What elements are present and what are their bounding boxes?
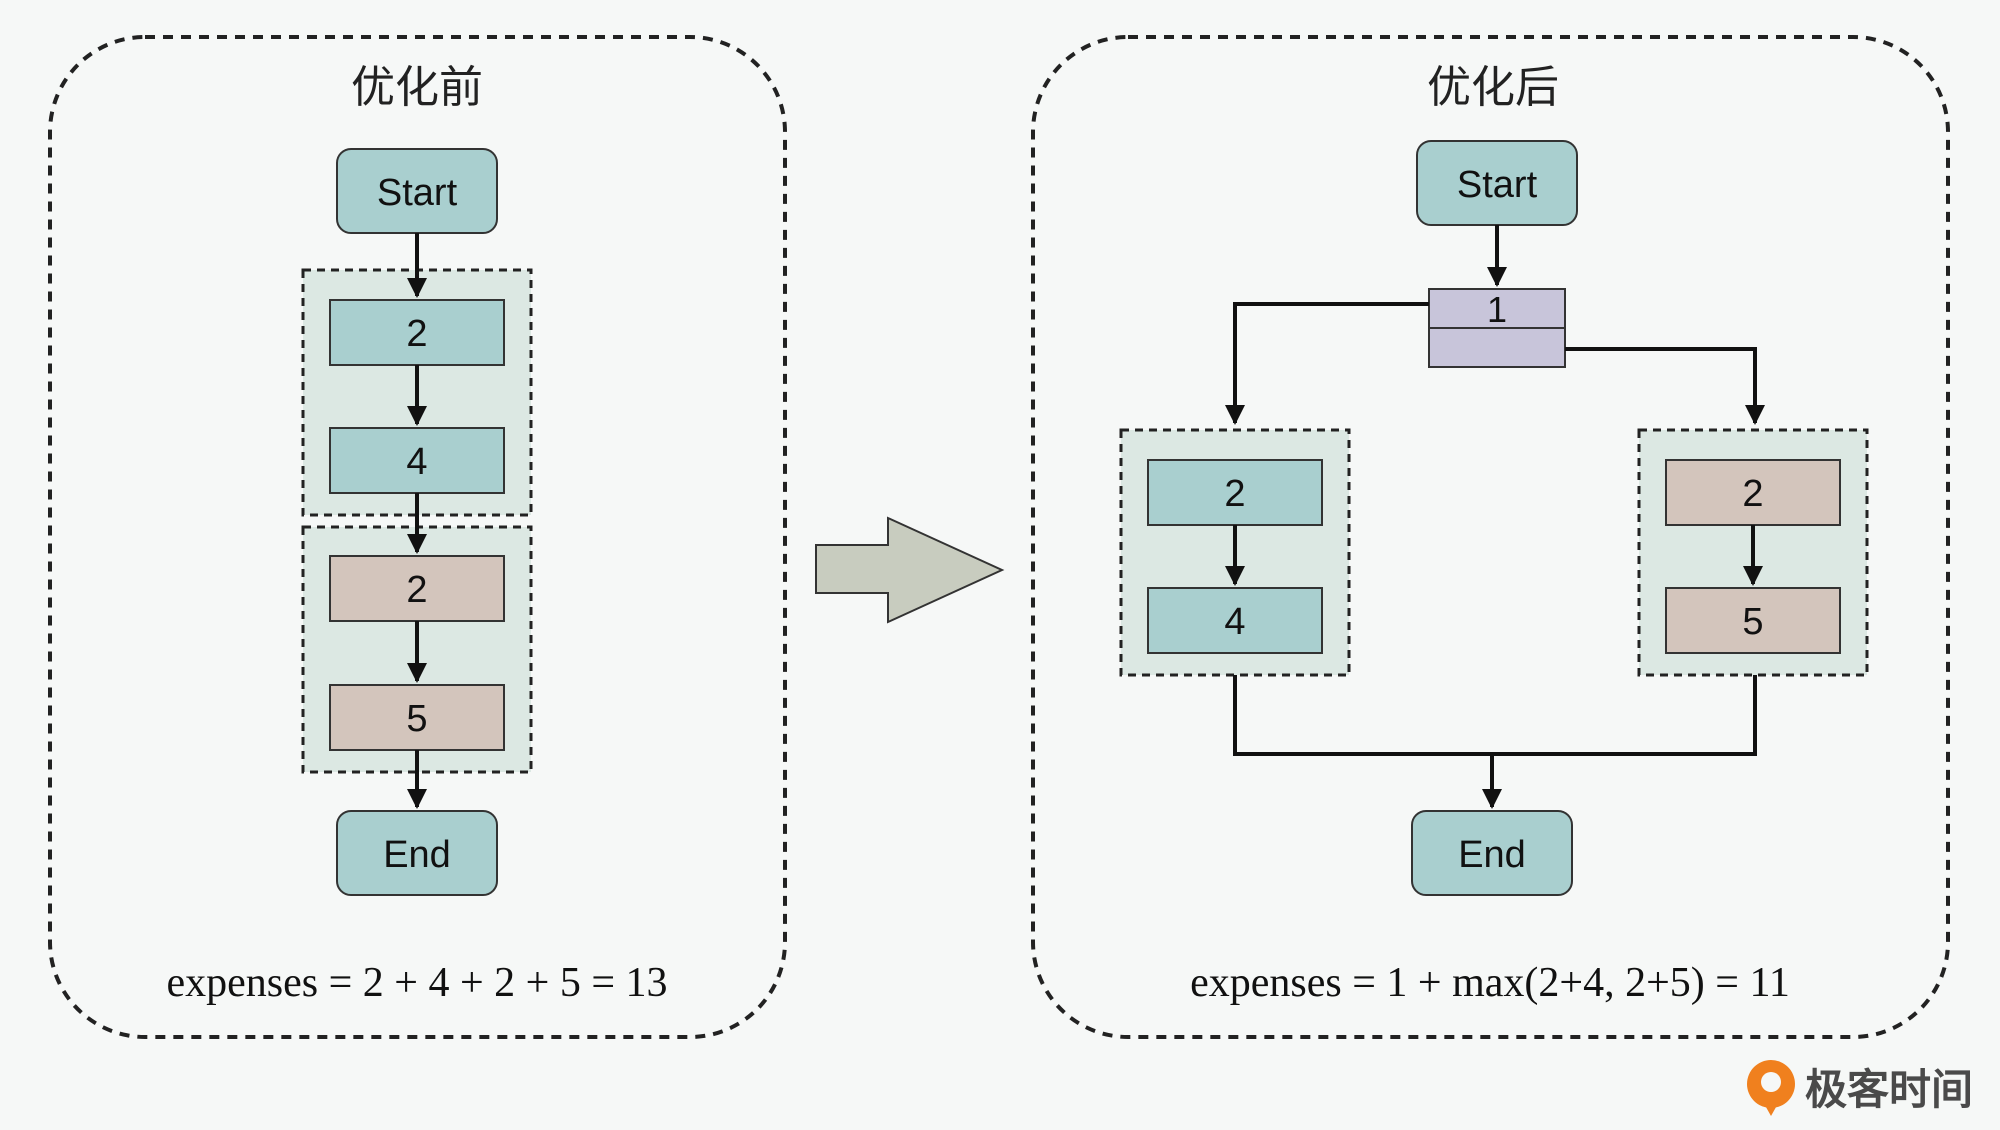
after-start-node: Start [1416, 140, 1578, 226]
before-node-2: 4 [329, 427, 505, 494]
svg-text:End: End [383, 834, 451, 876]
after-title: 优化后 [1427, 63, 1559, 112]
before-node-1: 2 [329, 299, 505, 366]
after-connectors [1225, 225, 1765, 809]
svg-text:Start: Start [377, 172, 458, 214]
before-node-3: 2 [329, 555, 505, 622]
brand-logo: 极客时间 [1747, 1060, 1973, 1116]
after-formula: expenses = 1 + max(2+4, 2+5) = 11 [1190, 960, 1790, 1006]
before-title: 优化前 [351, 63, 483, 112]
after-left-node-2: 4 [1147, 587, 1323, 654]
svg-text:2: 2 [1224, 473, 1245, 515]
after-panel: 优化后 Start 1 2 4 2 5 En [1031, 35, 1950, 1039]
svg-text:End: End [1458, 834, 1526, 876]
after-end-node: End [1411, 810, 1573, 896]
after-right-node-1: 2 [1665, 459, 1841, 526]
svg-text:4: 4 [406, 441, 427, 483]
before-end-node: End [336, 810, 498, 896]
svg-text:2: 2 [1742, 473, 1763, 515]
brand-logo-icon [1747, 1060, 1795, 1116]
before-node-4: 5 [329, 684, 505, 751]
svg-text:4: 4 [1224, 601, 1245, 643]
after-right-node-2: 5 [1665, 587, 1841, 654]
svg-text:5: 5 [1742, 601, 1763, 643]
before-panel: 优化前 Start 2 4 2 5 End [48, 35, 787, 1039]
before-start-node: Start [336, 148, 498, 234]
brand-name: 极客时间 [1805, 1066, 1973, 1113]
after-left-node-1: 2 [1147, 459, 1323, 526]
svg-text:2: 2 [406, 313, 427, 355]
svg-text:2: 2 [406, 569, 427, 611]
svg-text:Start: Start [1457, 164, 1538, 206]
transition-arrow-icon [815, 516, 1005, 624]
svg-text:1: 1 [1487, 289, 1507, 330]
before-formula: expenses = 2 + 4 + 2 + 5 = 13 [166, 960, 667, 1006]
after-split-node: 1 [1428, 288, 1566, 368]
svg-text:5: 5 [406, 698, 427, 740]
